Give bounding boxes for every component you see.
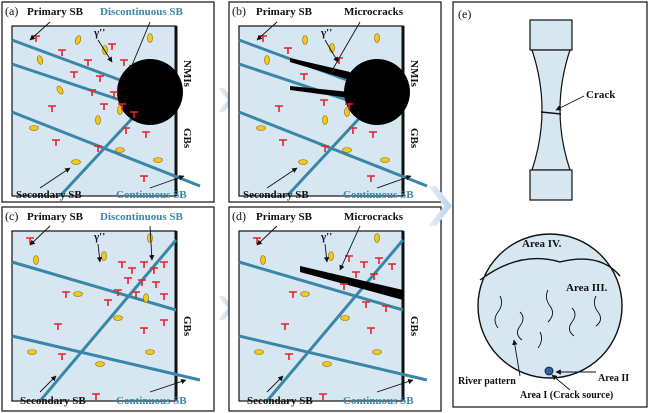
primary-sb-label: Primary SB: [256, 211, 313, 223]
primary-band: [11, 62, 121, 102]
continuous-sb-label: Continuous SB: [343, 189, 414, 201]
arrow-to-e: [428, 186, 452, 226]
nmis-label: NMIs: [181, 60, 193, 88]
river-pattern: [494, 289, 601, 349]
microcrack: [290, 58, 350, 80]
nmis-label: NMIs: [408, 60, 420, 88]
secondary-sb-label: Secondary SB: [16, 189, 82, 201]
discontinuous-sb-label: Discontinuous SB: [100, 6, 184, 18]
panel-letter: (d): [232, 209, 246, 223]
panel-b: (b) Primary SB Microcracks γ'' NMIs GBs …: [228, 1, 442, 203]
microcracks-label: Microcracks: [344, 211, 404, 223]
microcrack: [300, 266, 403, 300]
specimen: [529, 19, 573, 201]
panel-c: (c) Primary SB Discontinuous SB γ'' GBs …: [1, 206, 215, 412]
panel-a: (a) Primary SB Discontinuous SB γ'' NMIs…: [1, 1, 215, 203]
panel-letter: (e): [458, 7, 471, 21]
gbs-label: GBs: [181, 316, 193, 337]
gbs-label: GBs: [181, 128, 193, 149]
continuous-sb-label: Continuous SB: [116, 189, 187, 201]
panel-d: (d) Primary SB Microcracks γ'' GBs Secon…: [228, 206, 442, 412]
panel-e: (e) Crack Area IV. Area III. River patte…: [452, 1, 648, 408]
continuous-sb-label: Continuous SB: [343, 395, 414, 407]
area-i-label: Area I (Crack source): [520, 390, 613, 401]
continuous-sb-label: Continuous SB: [116, 395, 187, 407]
gbs-label: GBs: [408, 128, 420, 149]
secondary-sb-label: Secondary SB: [247, 395, 313, 407]
primary-sb-label: Primary SB: [27, 6, 84, 18]
precipitates: [29, 33, 163, 165]
gbs-label: GBs: [408, 316, 420, 337]
gamma-label: γ'': [320, 231, 332, 243]
area-iv-label: Area IV.: [522, 238, 562, 250]
microcrack: [290, 86, 350, 98]
panel-letter: (a): [5, 4, 18, 18]
gamma-label: γ'': [320, 27, 332, 39]
area-iii-label: Area III.: [566, 282, 608, 294]
primary-band: [11, 38, 121, 82]
nmi-particle: [117, 59, 183, 125]
crack-line: [540, 111, 562, 115]
primary-band: [11, 110, 201, 188]
area-ii-label: Area II: [598, 373, 629, 384]
gamma-label: γ'': [93, 231, 105, 243]
panel-letter: (b): [232, 4, 246, 18]
microcracks-label: Microcracks: [344, 6, 404, 18]
secondary-band: [58, 108, 142, 198]
panel-letter: (c): [5, 209, 18, 223]
gamma-label: γ'': [93, 27, 105, 39]
secondary-sb-label: Secondary SB: [243, 189, 309, 201]
crack-label: Crack: [586, 89, 616, 101]
discontinuous-sb-label: Discontinuous SB: [100, 211, 184, 223]
primary-sb-label: Primary SB: [27, 211, 84, 223]
secondary-sb-label: Secondary SB: [20, 395, 86, 407]
river-pattern-label: River pattern: [458, 376, 516, 387]
primary-sb-label: Primary SB: [256, 6, 313, 18]
area-iv-boundary: [479, 257, 621, 281]
crack-source: [544, 366, 554, 376]
